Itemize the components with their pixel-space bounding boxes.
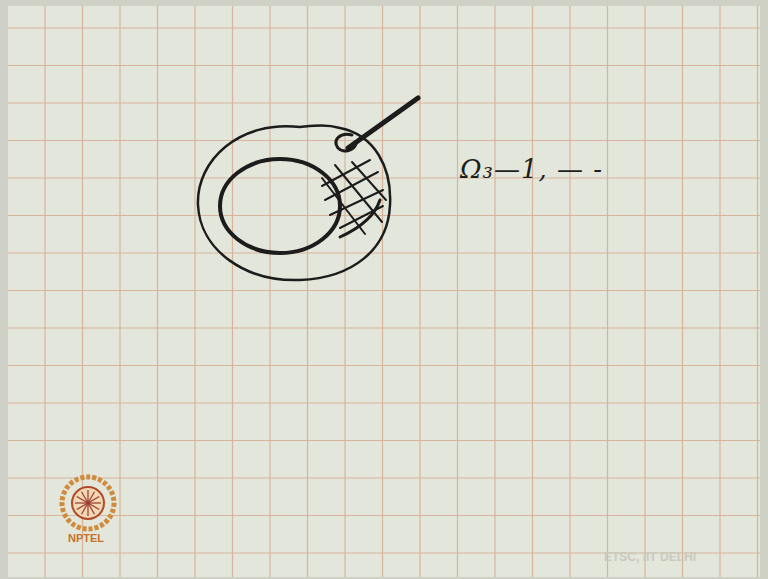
logo-ray <box>87 503 88 516</box>
grid-line <box>8 140 760 141</box>
logo-rays <box>75 490 101 516</box>
grid-line <box>8 402 760 403</box>
grid-line <box>757 6 758 577</box>
paper-sheet <box>8 6 760 577</box>
logo-ray <box>88 502 101 503</box>
grid-line <box>232 6 233 577</box>
handwritten-note: Ω₃—1, — - <box>460 154 603 184</box>
grid-line <box>8 477 760 478</box>
ring-sketch <box>198 98 418 280</box>
grid-lines <box>8 6 760 577</box>
outer-ellipse <box>198 126 390 280</box>
grid-line <box>8 290 760 291</box>
grid-line <box>269 6 270 577</box>
inner-ellipse <box>220 159 340 253</box>
grid-line <box>194 6 195 577</box>
logo-ray <box>88 497 99 504</box>
tool-line <box>348 98 418 148</box>
logo-ray <box>88 503 95 514</box>
logo-core <box>72 487 104 519</box>
grid-line <box>344 6 345 577</box>
grid-line <box>682 6 683 577</box>
logo-ray <box>82 492 89 503</box>
grid-line <box>119 6 120 577</box>
grid-line <box>419 6 420 577</box>
tool-tip <box>336 134 356 151</box>
grid-line <box>719 6 720 577</box>
grid-line <box>569 6 570 577</box>
grid-line <box>457 6 458 577</box>
grid-line <box>8 177 760 178</box>
grid-line <box>532 6 533 577</box>
logo-text: NPTEL <box>68 532 104 544</box>
grid-line <box>8 327 760 328</box>
grid-line <box>8 252 760 253</box>
grid-line <box>8 515 760 516</box>
logo-ring <box>62 477 114 529</box>
nptel-logo <box>62 477 114 529</box>
grid-line <box>44 6 45 577</box>
grid-line <box>8 27 760 28</box>
logo-ray <box>77 503 88 510</box>
grid-line <box>307 6 308 577</box>
grid-line <box>8 65 760 66</box>
grid-line <box>8 440 760 441</box>
hatch-cross <box>322 162 386 234</box>
hatch-edge <box>340 200 380 237</box>
grid-line <box>382 6 383 577</box>
watermark: ETSC, IIT DELHI <box>604 550 696 564</box>
grid-line <box>607 6 608 577</box>
grid-line <box>644 6 645 577</box>
logo-ray <box>75 502 88 503</box>
grid-line <box>8 365 760 366</box>
grid-line <box>157 6 158 577</box>
grid-line <box>494 6 495 577</box>
logo-ray <box>87 490 88 503</box>
grid-line <box>8 102 760 103</box>
grid-line <box>8 215 760 216</box>
